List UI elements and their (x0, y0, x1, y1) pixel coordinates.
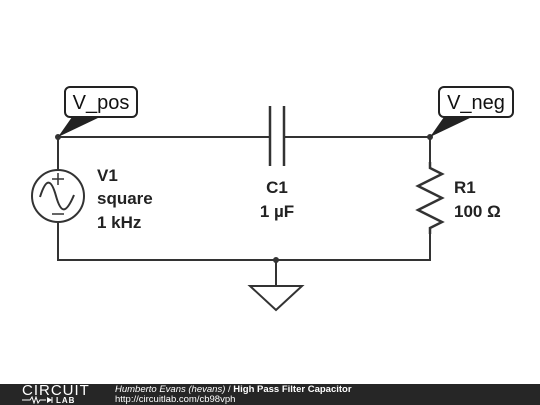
logo-wave-icon (22, 396, 53, 404)
net-label-vpos[interactable]: V_pos (58, 86, 138, 137)
junction-dot-ground (273, 257, 279, 263)
logo-text-lab: LAB (56, 396, 76, 405)
c1-value: 1 µF (260, 202, 294, 221)
v1-type: square (97, 189, 153, 208)
v1-frequency: 1 kHz (97, 213, 141, 232)
circuitlab-logo[interactable]: CIRCUIT LAB (22, 382, 92, 405)
resistor-r1[interactable] (415, 162, 445, 234)
ground-icon (247, 285, 305, 312)
vneg-label: V_neg (447, 92, 505, 114)
circuit-url[interactable]: http://circuitlab.com/cb98vph (115, 394, 236, 405)
c1-name: C1 (266, 178, 288, 197)
credit-line: Humberto Evans (hevans) / High Pass Filt… (115, 385, 352, 395)
footer-bar: CIRCUIT LAB Humberto Evans (hevans) / Hi… (0, 382, 540, 405)
schematic: V_pos V_neg V1 square 1 kHz C1 1 µF R1 1… (31, 86, 514, 312)
net-label-vneg[interactable]: V_neg (430, 86, 514, 137)
r1-value: 100 Ω (454, 202, 501, 221)
vpos-label: V_pos (73, 92, 130, 114)
capacitor-c1[interactable] (268, 106, 286, 166)
logo-text-circuit: CIRCUIT (22, 382, 90, 399)
circuit-title: High Pass Filter Capacitor (233, 384, 352, 395)
credit-separator: / (225, 384, 234, 395)
v1-name: V1 (97, 166, 118, 185)
voltage-source-v1[interactable] (31, 169, 85, 223)
author-name[interactable]: Humberto Evans (hevans) (115, 384, 226, 395)
r1-name: R1 (454, 178, 476, 197)
